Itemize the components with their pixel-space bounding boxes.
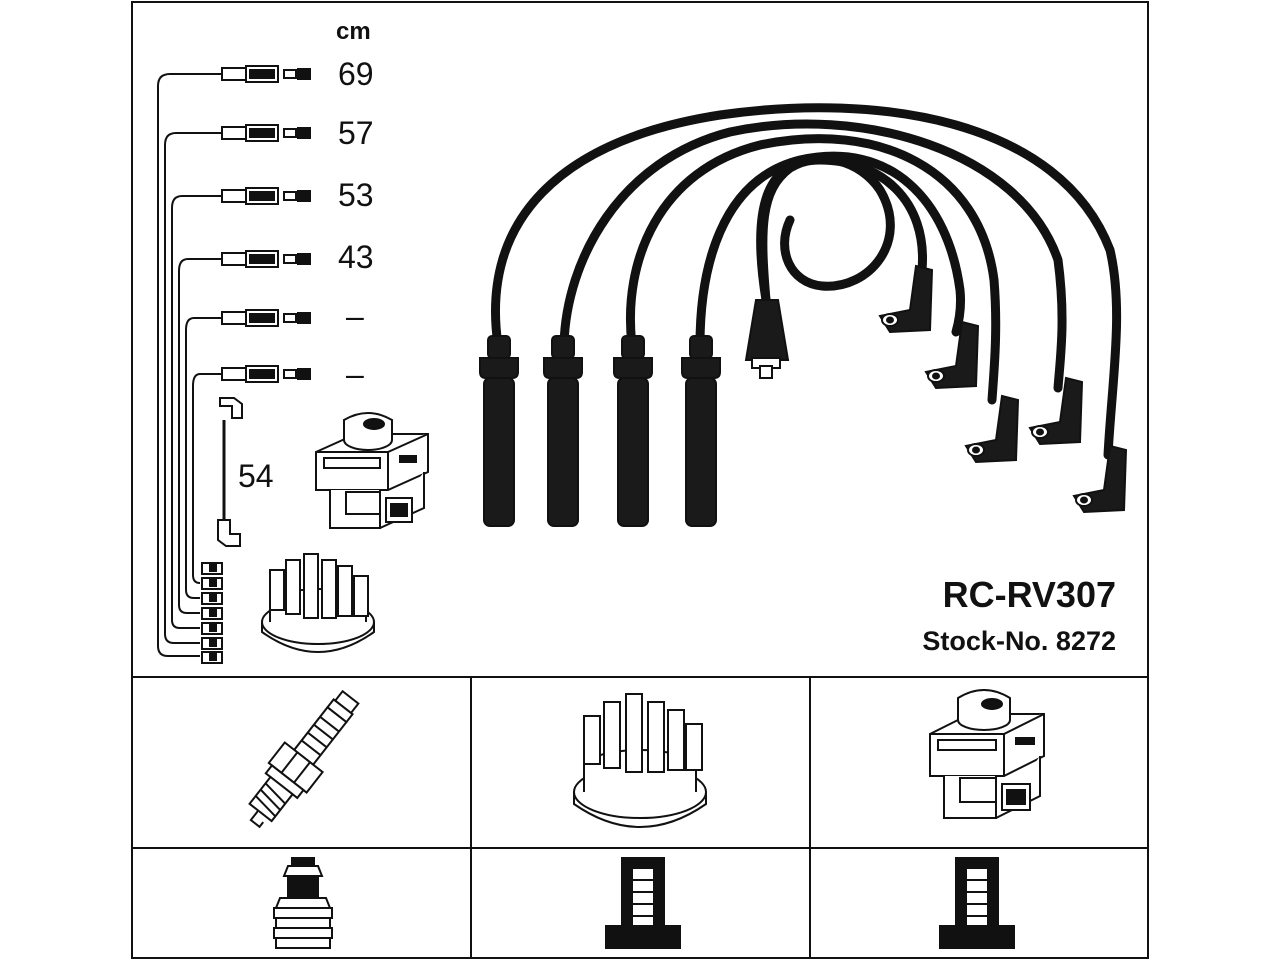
unit-label: cm xyxy=(336,18,371,45)
length-label-6: – xyxy=(346,356,364,392)
length-label-2: 57 xyxy=(338,115,374,151)
coil-terminal-icon xyxy=(939,857,1015,949)
coil-lead-length: 54 xyxy=(238,458,274,494)
lead-connectors xyxy=(221,65,311,383)
cap-terminals xyxy=(201,562,223,664)
cap-terminal-icon xyxy=(605,857,681,949)
straight-boots xyxy=(479,335,721,527)
distributor-cap-large-icon xyxy=(573,693,707,828)
plug-terminal-icon xyxy=(273,857,333,949)
coil-lead xyxy=(217,397,243,547)
ignition-coil-large-icon xyxy=(929,689,1045,819)
angled-boots xyxy=(878,264,1128,514)
stock-number: Stock-No. 8272 xyxy=(922,626,1116,656)
length-label-4: 43 xyxy=(338,239,374,275)
spark-plug-icon xyxy=(248,689,360,829)
coil-boot xyxy=(744,299,790,379)
loop-lead xyxy=(758,154,895,305)
ignition-coil-icon xyxy=(315,412,429,529)
lead-schematic xyxy=(157,73,222,657)
length-label-3: 53 xyxy=(338,177,374,213)
model-number: RC-RV307 xyxy=(942,574,1116,615)
length-label-1: 69 xyxy=(338,56,374,92)
length-label-5: – xyxy=(346,298,364,334)
frame xyxy=(131,1,1149,959)
main-leads xyxy=(491,103,1122,460)
distributor-cap-icon xyxy=(261,553,375,653)
